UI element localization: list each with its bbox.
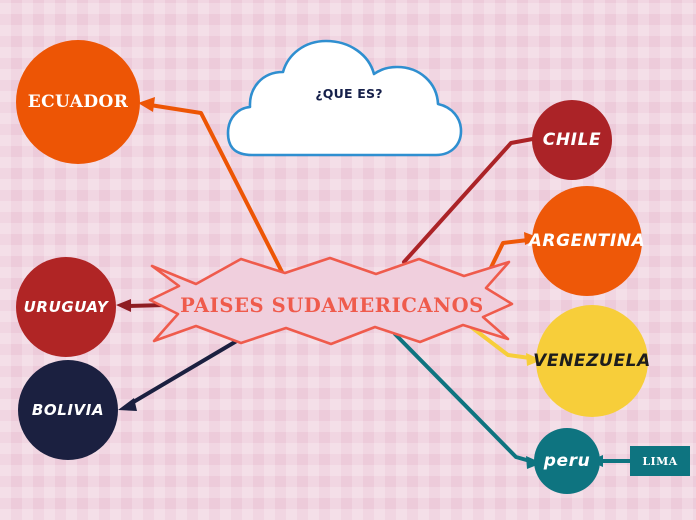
center-node-label: PAISES SUDAMERICANOS: [180, 293, 484, 317]
node-lima[interactable]: LIMA: [630, 446, 690, 476]
node-lima-label: LIMA: [642, 454, 678, 468]
center-node[interactable]: PAISES SUDAMERICANOS: [140, 248, 524, 362]
node-bolivia-label: BOLIVIA: [31, 400, 105, 419]
cloud-shape: [226, 39, 463, 157]
node-argentina[interactable]: ARGENTINA: [529, 186, 645, 296]
node-chile[interactable]: CHILE: [532, 100, 612, 180]
node-venezuela[interactable]: VENEZUELA: [533, 305, 651, 417]
node-peru[interactable]: peru: [534, 428, 600, 494]
node-uruguay-label: URUGUAY: [23, 297, 109, 316]
node-bolivia[interactable]: BOLIVIA: [18, 360, 118, 460]
node-ecuador-label: ECUADOR: [27, 91, 129, 112]
question-bubble-label: ¿QUE ES?: [315, 85, 383, 101]
node-venezuela-label: VENEZUELA: [533, 350, 651, 371]
question-bubble[interactable]: ¿QUE ES?: [229, 22, 469, 160]
node-uruguay[interactable]: URUGUAY: [16, 257, 116, 357]
node-chile-label: CHILE: [542, 129, 602, 150]
node-argentina-label: ARGENTINA: [528, 230, 646, 251]
star-burst-shape: [148, 256, 514, 346]
node-peru-label: peru: [543, 450, 591, 471]
node-ecuador[interactable]: ECUADOR: [16, 40, 140, 164]
